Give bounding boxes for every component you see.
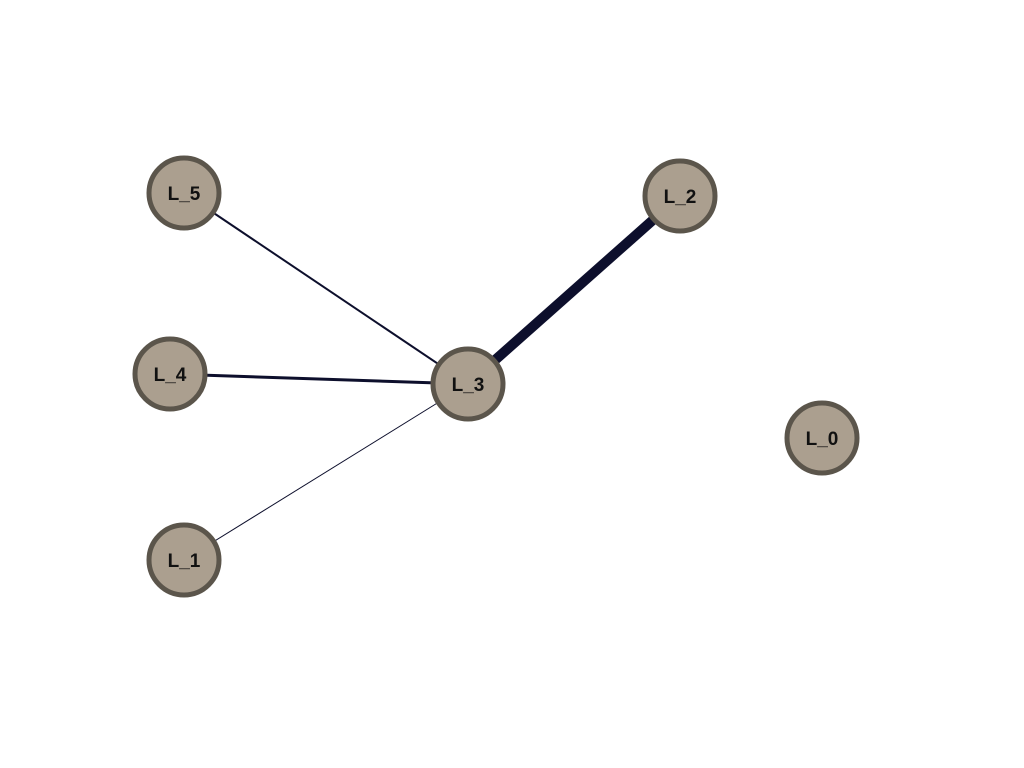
node-l3[interactable]: L_3 <box>430 346 506 422</box>
edge-l3-l5 <box>183 192 469 385</box>
node-circle <box>132 336 208 412</box>
node-l0[interactable]: L_0 <box>784 400 860 476</box>
edge-l3-l1 <box>183 383 469 561</box>
node-l1[interactable]: L_1 <box>146 522 222 598</box>
node-circle <box>146 522 222 598</box>
node-circle <box>146 155 222 231</box>
node-circle <box>784 400 860 476</box>
node-label: L_2 <box>664 187 697 208</box>
node-label: L_4 <box>154 365 187 386</box>
node-label: L_3 <box>452 375 485 396</box>
node-circle <box>430 346 506 422</box>
edge-l3-l2 <box>464 192 684 388</box>
node-label: L_0 <box>806 429 839 450</box>
edges-layer <box>169 192 684 561</box>
node-label: L_5 <box>168 184 201 205</box>
node-l4[interactable]: L_4 <box>132 336 208 412</box>
node-circle <box>642 158 718 234</box>
edge-l3-l4 <box>169 372 469 386</box>
node-l5[interactable]: L_5 <box>146 155 222 231</box>
nodes-layer: L_0L_1 L_2L_3 L_4 L_5 <box>132 155 860 598</box>
node-label: L_1 <box>168 551 201 572</box>
node-l2[interactable]: L_2 <box>642 158 718 234</box>
